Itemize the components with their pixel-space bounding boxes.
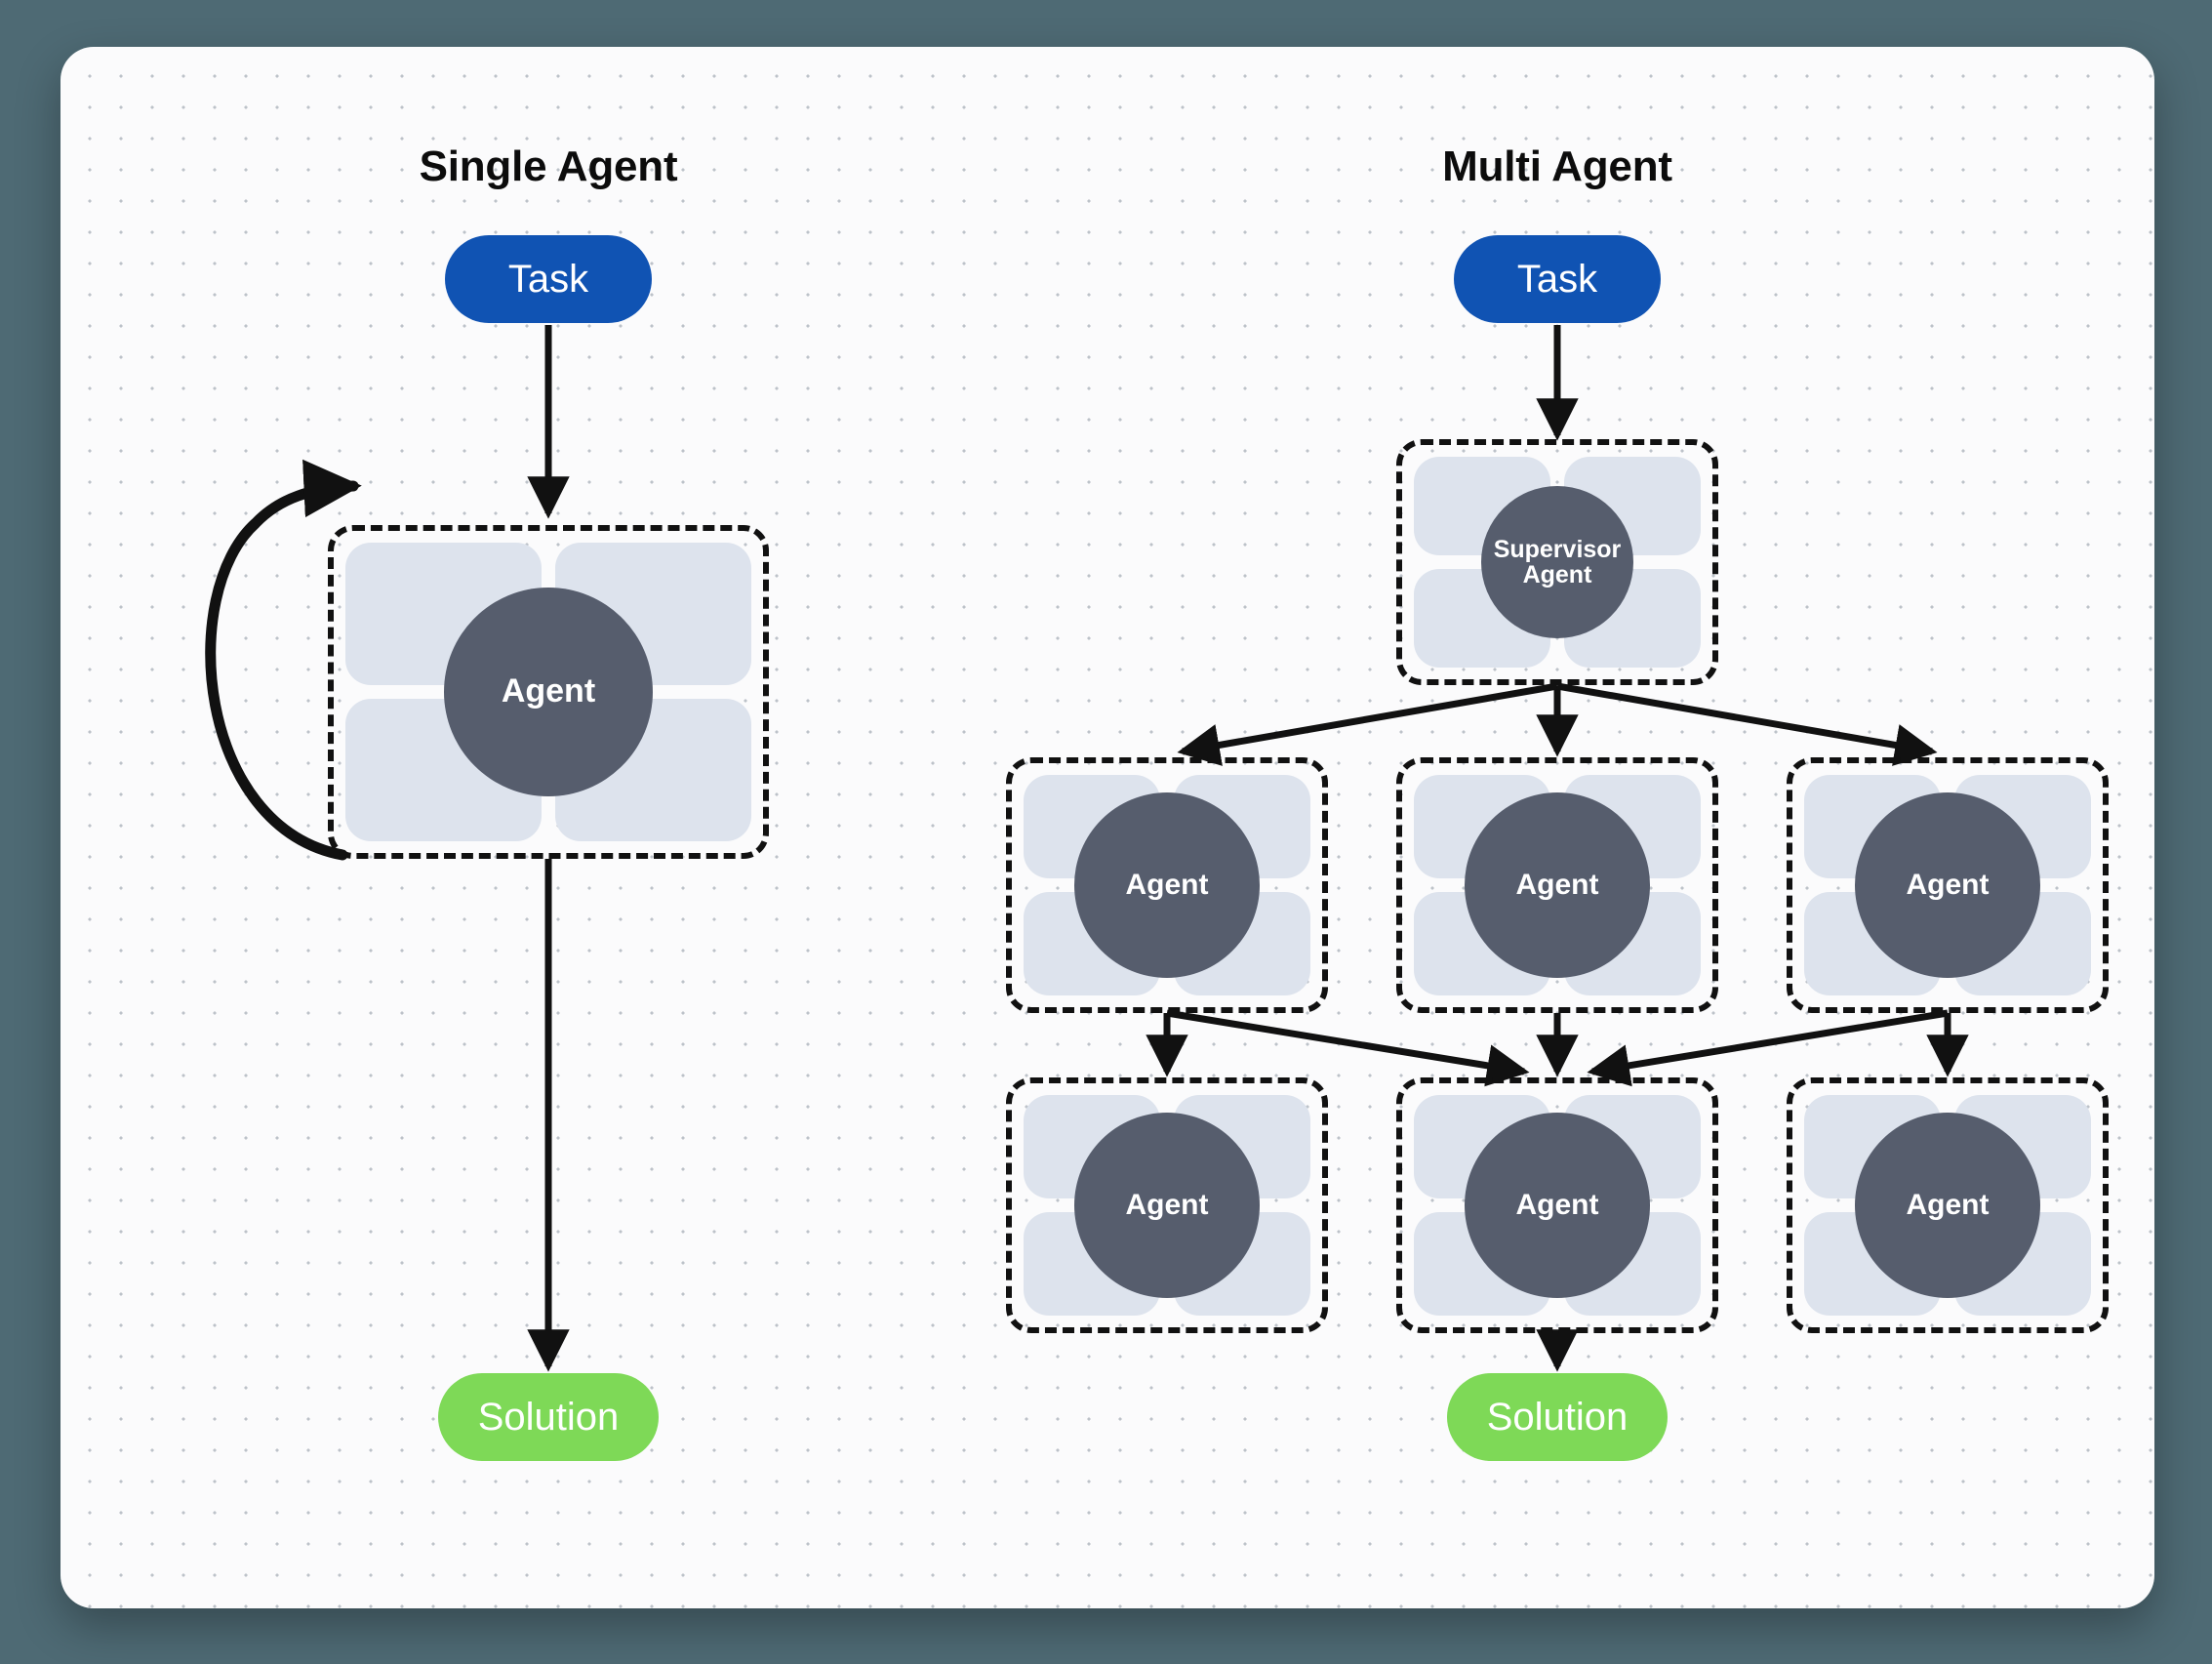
agent-core-circle: Agent (444, 588, 653, 796)
node-agent-row1-right-label: Agent (1906, 869, 1990, 902)
node-task-multi-label: Task (1516, 257, 1598, 301)
node-task-single-label: Task (507, 257, 589, 301)
node-task-single[interactable]: Task (445, 235, 652, 323)
agent-core-circle: Agent (1465, 792, 1650, 978)
node-supervisor-label-line2: Agent (1522, 561, 1592, 588)
node-agent-row1-right[interactable]: Agent (1787, 757, 2109, 1013)
panel-title-multi-agent: Multi Agent (1442, 142, 1672, 190)
node-solution-multi-label: Solution (1486, 1395, 1629, 1439)
node-agent-row2-right[interactable]: Agent (1787, 1077, 2109, 1333)
node-agent-row2-left[interactable]: Agent (1006, 1077, 1328, 1333)
node-agent-row1-left[interactable]: Agent (1006, 757, 1328, 1013)
node-solution-single[interactable]: Solution (438, 1373, 659, 1461)
node-agent-row1-center[interactable]: Agent (1396, 757, 1718, 1013)
diagram-canvas: Single Agent Multi Agent Task Agent Solu… (60, 47, 2154, 1608)
node-agent-row1-center-label: Agent (1515, 869, 1599, 902)
agent-core-circle: Agent (1855, 1113, 2040, 1298)
agent-core-circle: Agent (1074, 1113, 1260, 1298)
node-task-multi[interactable]: Task (1454, 235, 1661, 323)
panel-title-single-agent: Single Agent (419, 142, 678, 190)
agent-core-circle: Agent (1465, 1113, 1650, 1298)
node-supervisor-agent[interactable]: Supervisor Agent (1396, 439, 1718, 685)
node-solution-multi[interactable]: Solution (1447, 1373, 1668, 1461)
node-agent-single-label: Agent (501, 672, 596, 710)
node-agent-row2-center[interactable]: Agent (1396, 1077, 1718, 1333)
agent-core-circle: Supervisor Agent (1481, 486, 1633, 638)
node-solution-single-label: Solution (477, 1395, 620, 1439)
node-agent-row2-right-label: Agent (1906, 1189, 1990, 1222)
agent-core-circle: Agent (1074, 792, 1260, 978)
node-agent-single[interactable]: Agent (328, 525, 769, 859)
node-supervisor-label-line1: Supervisor (1493, 535, 1622, 563)
node-agent-row1-left-label: Agent (1125, 869, 1209, 902)
agent-core-circle: Agent (1855, 792, 2040, 978)
node-agent-row2-left-label: Agent (1125, 1189, 1209, 1222)
node-agent-row2-center-label: Agent (1515, 1189, 1599, 1222)
